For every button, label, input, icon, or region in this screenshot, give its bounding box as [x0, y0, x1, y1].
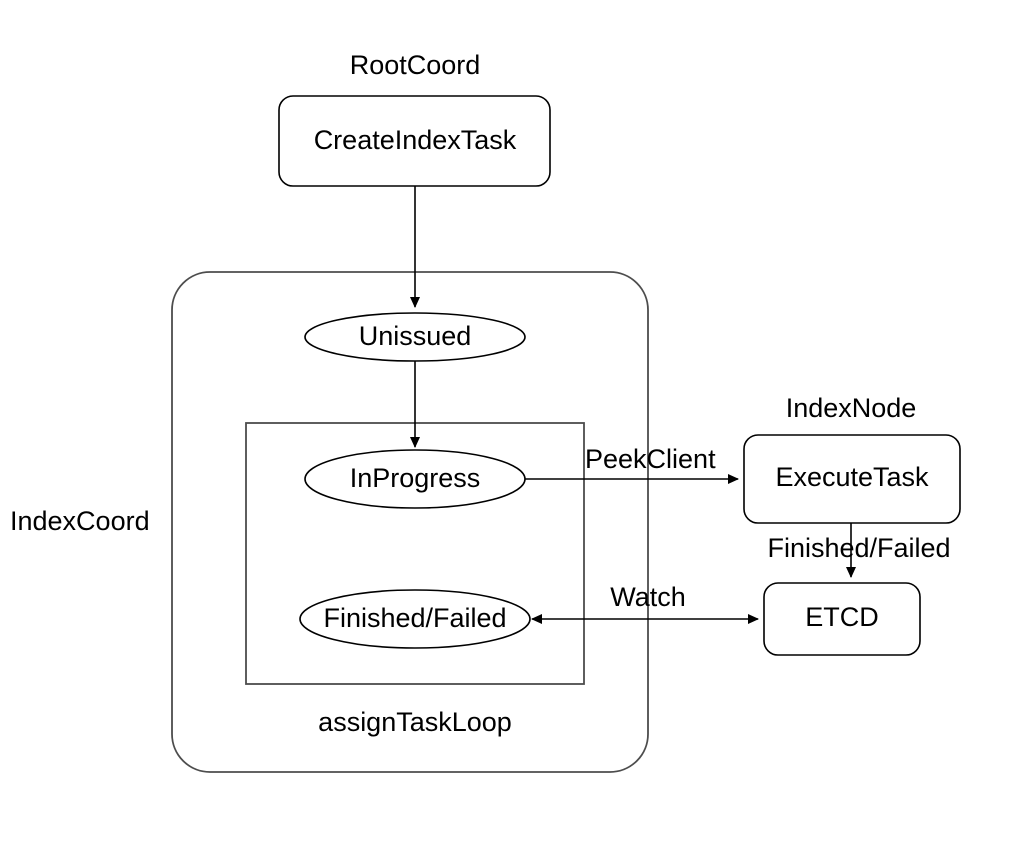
node-unissued-shape — [304, 312, 526, 362]
node-finished-failed-shape — [299, 589, 531, 649]
edge-label-watch: Watch — [610, 582, 686, 612]
node-create-index-task-label: CreateIndexTask — [314, 125, 517, 155]
node-inprogress[interactable]: InProgress — [304, 449, 526, 509]
edge-label-finished-failed: Finished/Failed — [767, 533, 950, 563]
group-label-rootcoord: RootCoord — [350, 50, 481, 80]
edge-label-peekclient: PeekClient — [585, 444, 716, 474]
node-unissued[interactable]: Unissued — [304, 312, 526, 362]
node-etcd[interactable]: ETCD — [763, 582, 921, 656]
node-inprogress-shape — [304, 449, 526, 509]
group-label-assigntaskloop: assignTaskLoop — [318, 707, 512, 737]
node-create-index-task[interactable]: CreateIndexTask — [278, 95, 551, 187]
node-execute-task[interactable]: ExecuteTask — [743, 434, 961, 524]
group-indexcoord-container — [171, 271, 649, 773]
node-execute-task-shape — [743, 434, 961, 524]
group-label-indexnode: IndexNode — [786, 393, 917, 423]
group-label-indexcoord: IndexCoord — [10, 506, 150, 536]
node-finished-failed-label: Finished/Failed — [323, 603, 506, 633]
node-create-index-task-shape — [278, 95, 551, 187]
node-finished-failed[interactable]: Finished/Failed — [299, 589, 531, 649]
node-execute-task-label: ExecuteTask — [775, 462, 929, 492]
node-unissued-label: Unissued — [359, 321, 472, 351]
node-inprogress-label: InProgress — [350, 463, 481, 493]
node-etcd-label: ETCD — [805, 602, 879, 632]
node-etcd-shape — [763, 582, 921, 656]
